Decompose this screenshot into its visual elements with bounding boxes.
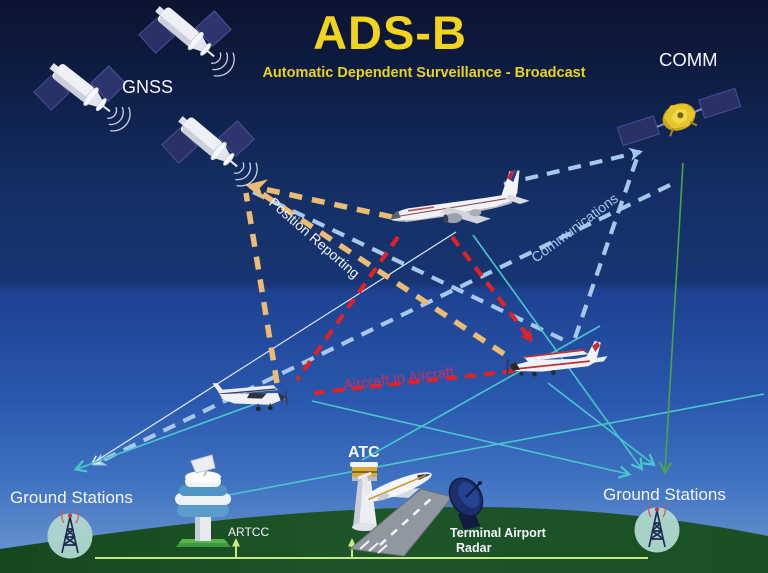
terminal-radar-label-line1: Terminal Airport xyxy=(450,526,547,540)
page-subtitle: Automatic Dependent Surveillance - Broad… xyxy=(262,65,585,81)
artcc-label: ARTCC xyxy=(228,525,269,539)
a2a-link-jet-left xyxy=(295,235,400,382)
atc-aircraft-link xyxy=(361,325,601,461)
small-aircraft-left-icon xyxy=(212,383,289,412)
jet-aircraft-icon xyxy=(390,170,530,224)
jet-right-ground-link xyxy=(472,234,644,471)
terminal-radar-icon xyxy=(448,477,484,530)
comm-link-jet xyxy=(503,147,643,187)
position-link-left-plane xyxy=(243,192,280,384)
terminal-radar-label-line2: Radar xyxy=(456,541,492,555)
a2a-link-jet-right xyxy=(450,235,533,343)
right-plane-right-ground-link xyxy=(547,382,656,467)
position-link-right-plane xyxy=(250,184,506,357)
atc-label: ATC xyxy=(348,444,380,461)
small-aircraft-right-icon xyxy=(506,340,608,377)
comm-right-ground-link xyxy=(658,162,684,475)
ground-stations-left-label: Ground Stations xyxy=(10,488,133,507)
left-plane-right-ground-link xyxy=(311,400,632,479)
business-jet-icon xyxy=(357,471,432,502)
ground-stations-right-label: Ground Stations xyxy=(603,485,726,504)
link-lines xyxy=(73,147,765,500)
comm-satellite-icon xyxy=(616,87,742,147)
artcc-link xyxy=(206,393,765,500)
artcc-building-icon xyxy=(175,454,231,547)
position-link-jet xyxy=(245,179,393,220)
a2a-link-horizontal xyxy=(313,367,524,396)
page-title: ADS-B xyxy=(313,6,467,59)
jet-left-ground-link xyxy=(90,231,457,465)
comm-link-left-ground-station xyxy=(92,183,671,466)
runway-icon xyxy=(348,488,453,557)
gnss-label: GNSS xyxy=(122,77,173,97)
left-plane-left-ground-link xyxy=(73,403,256,473)
comm-label: COMM xyxy=(659,49,718,70)
comm-link-right-plane xyxy=(573,157,639,339)
